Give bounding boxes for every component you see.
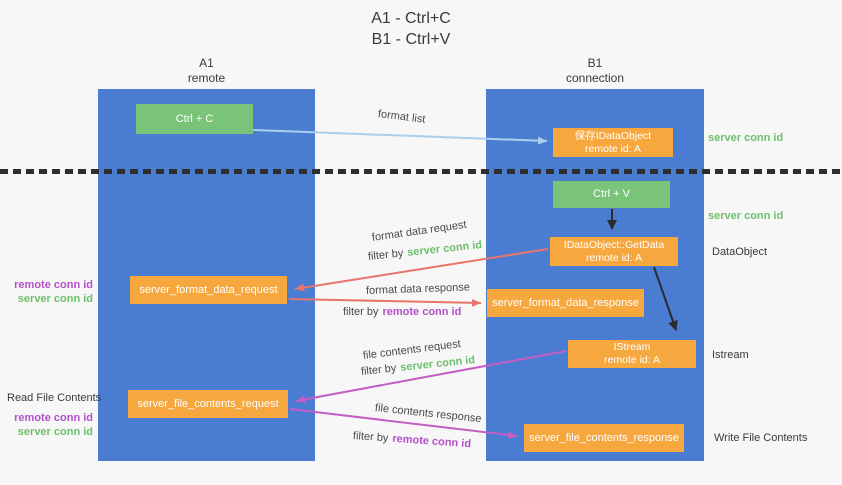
- right-istream-label: Istream: [712, 349, 749, 361]
- arrow-format-data-response: [288, 298, 482, 307]
- left-remote-conn-id-top: remote conn id: [14, 279, 93, 291]
- node-server-file-contents-response: server_file_contents_response: [524, 424, 684, 452]
- node-ctrl-c: Ctrl + C: [136, 104, 253, 134]
- getdata-line1: IDataObject::GetData: [563, 238, 665, 251]
- node-save-idataobject: 保存IDataObject remote id: A: [553, 128, 673, 157]
- lane-a1-name: A1: [199, 56, 214, 70]
- format-data-request-label: format data request: [371, 218, 468, 244]
- right-dataobject-label: DataObject: [712, 246, 768, 258]
- left-remote-conn-id-bottom: remote conn id: [14, 412, 93, 424]
- remote-conn-id-key-1: remote conn id: [382, 306, 462, 318]
- format-data-response-label: format data response: [365, 281, 471, 297]
- title-line-b1: B1 - Ctrl+V: [371, 31, 451, 48]
- format-list-label: format list: [377, 108, 427, 126]
- file-contents-response-label: file contents response: [374, 402, 483, 426]
- save-idataobject-line1: 保存IDataObject: [574, 129, 652, 142]
- ctrl-c-label: Ctrl + C: [175, 112, 214, 125]
- node-server-file-contents-request: server_file_contents_request: [128, 390, 288, 418]
- right-write-file-contents-label: Write File Contents: [714, 432, 808, 444]
- lane-b1-subtitle: connection: [565, 71, 625, 85]
- save-idataobject-line2: remote id: A: [584, 142, 642, 155]
- copy-paste-divider-line: [0, 169, 842, 174]
- filter-by-text-1: filter by: [367, 247, 404, 263]
- istream-line1: IStream: [613, 341, 651, 353]
- lane-header-a1: A1 remote: [98, 56, 315, 86]
- lane-a1-subtitle: remote: [187, 71, 226, 85]
- node-server-format-data-response: server_format_data_response: [487, 289, 644, 317]
- istream-line2: remote id: A: [603, 354, 661, 366]
- server-file-contents-request-label: server_file_contents_request: [137, 397, 279, 410]
- remote-conn-id-key-2: remote conn id: [391, 432, 472, 451]
- getdata-line2: remote id: A: [585, 251, 643, 264]
- server-file-contents-response-label: server_file_contents_response: [529, 431, 679, 444]
- right-server-conn-id-mid: server conn id: [708, 210, 784, 222]
- server-conn-id-key-1: server conn id: [406, 239, 483, 259]
- node-ctrl-v: Ctrl + V: [553, 181, 670, 208]
- node-idataobject-getdata: IDataObject::GetData remote id: A: [550, 237, 678, 266]
- title-line-a1: A1 - Ctrl+C: [371, 10, 451, 27]
- left-read-file-contents-label: Read File Contents: [7, 392, 102, 404]
- diagram-title: A1 - Ctrl+C B1 - Ctrl+V: [311, 8, 511, 50]
- node-istream: IStream remote id: A: [568, 340, 696, 368]
- filter-by-text-4: filter by: [352, 430, 389, 445]
- left-server-conn-id-bottom: server conn id: [17, 426, 93, 438]
- ctrl-v-label: Ctrl + V: [593, 188, 630, 200]
- right-server-conn-id-top: server conn id: [708, 132, 784, 144]
- filter-by-text-2: filter by: [343, 306, 379, 318]
- lane-header-b1: B1 connection: [486, 56, 704, 86]
- filter-by-text-3: filter by: [360, 362, 397, 378]
- node-server-format-data-request: server_format_data_request: [130, 276, 287, 304]
- server-conn-id-key-2: server conn id: [399, 354, 476, 374]
- server-format-data-request-label: server_format_data_request: [139, 283, 278, 296]
- left-server-conn-id-top: server conn id: [17, 293, 93, 305]
- lane-b1-name: B1: [587, 56, 603, 70]
- server-format-data-response-label: server_format_data_response: [492, 296, 639, 309]
